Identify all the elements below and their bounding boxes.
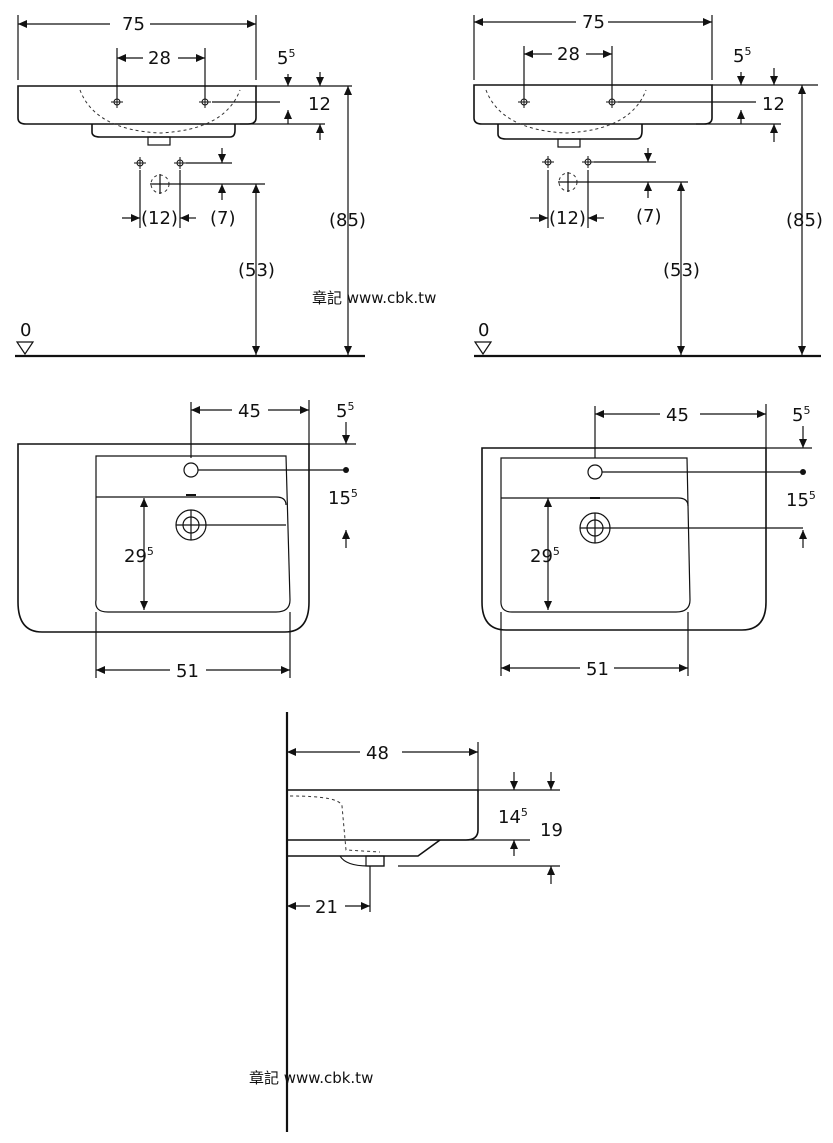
side-view: 48 145 19 21 章記 www.cbk.tw bbox=[249, 712, 563, 1132]
front-drain-height-label-2: (53) bbox=[663, 260, 700, 281]
front-view-right: 75 28 55 12 (7) (12) bbox=[473, 12, 823, 358]
front-tap-spacing-label: 28 bbox=[148, 48, 171, 69]
watermark-bottom: 章記 www.cbk.tw bbox=[249, 1069, 373, 1087]
front-drain-offset-label-2: (7) bbox=[636, 206, 662, 227]
front-floor-level-label-2: 0 bbox=[478, 320, 489, 341]
plan-tap-offset-label: 45 bbox=[238, 401, 261, 422]
front-bowl-depth-label-2: 12 bbox=[762, 94, 785, 115]
front-bowl-depth-label: 12 bbox=[308, 94, 331, 115]
front-drain-spacing-label: (12) bbox=[141, 208, 178, 229]
front-drain-height-label: (53) bbox=[238, 260, 275, 281]
front-top-offset-label: 55 bbox=[277, 47, 295, 69]
plan-view-right: 45 55 155 295 51 bbox=[481, 404, 816, 680]
front-rim-height-label-2: (85) bbox=[786, 210, 823, 231]
front-tap-spacing-label-2: 28 bbox=[557, 44, 580, 65]
plan-bowl-width-label-2: 51 bbox=[586, 659, 609, 680]
plan-tap-offset-label-2: 45 bbox=[666, 405, 689, 426]
plan-top-offset-label: 55 bbox=[336, 400, 354, 422]
front-rim-height-label: (85) bbox=[329, 210, 366, 231]
side-depth-label: 48 bbox=[366, 743, 389, 764]
front-view-left: 75 28 55 12 (7) bbox=[15, 14, 436, 358]
front-drain-offset-label: (7) bbox=[210, 208, 236, 229]
plan-view-left: 45 55 155 295 51 bbox=[17, 400, 358, 682]
front-width-label-2: 75 bbox=[582, 12, 605, 33]
side-bowl-height-label: 145 bbox=[498, 806, 528, 828]
plan-tap-to-drain-label-2: 155 bbox=[786, 489, 816, 511]
front-top-offset-label-2: 55 bbox=[733, 45, 751, 67]
plan-bowl-width-label: 51 bbox=[176, 661, 199, 682]
front-width-label: 75 bbox=[122, 14, 145, 35]
side-drain-offset-label: 21 bbox=[315, 897, 338, 918]
floor-level-triangle bbox=[15, 341, 35, 356]
watermark-top: 章記 www.cbk.tw bbox=[312, 289, 436, 307]
plan-bowl-length-label: 295 bbox=[124, 545, 154, 567]
side-total-height-label: 19 bbox=[540, 820, 563, 841]
plan-top-offset-label-2: 55 bbox=[792, 404, 810, 426]
front-drain-spacing-label-2: (12) bbox=[549, 208, 586, 229]
plan-tap-to-drain-label: 155 bbox=[328, 487, 358, 509]
plan-bowl-length-label-2: 295 bbox=[530, 545, 560, 567]
floor-level-triangle-2 bbox=[473, 341, 493, 356]
front-floor-level-label: 0 bbox=[20, 320, 31, 341]
